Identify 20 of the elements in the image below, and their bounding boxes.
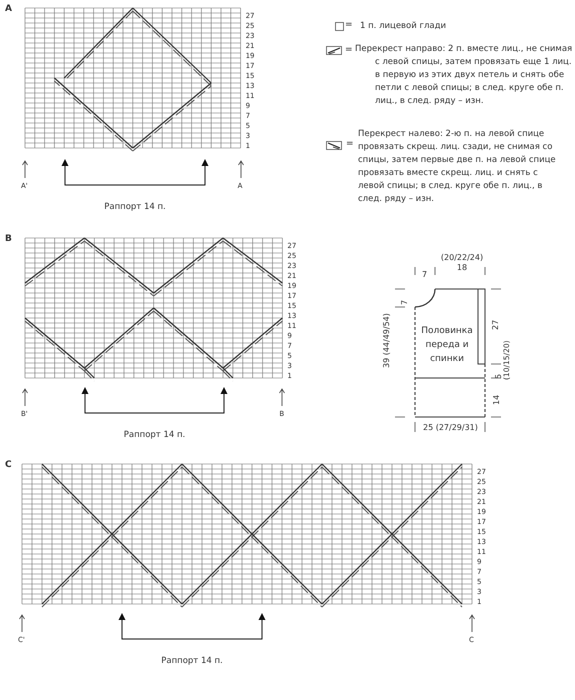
equals-sign: = — [345, 20, 353, 30]
legend-text: 1 п. лицевой глади — [360, 20, 447, 33]
legend-text: Перекрест налево: 2-ю п. на левой спице провязать скрещ. лиц. сзади, не снимая со спицы, затем первые две п. на левой спице провязать вместе скрещ. лиц. и снять с левой спицы; в след. круге обе п. лиц., в след. ряду – изн. — [358, 128, 557, 206]
legend-text: Перекрест направо: 2 п. вместе лиц., не снимая с левой спицы, затем провязать еще 1 лиц. в первую из этих двух петель и снять обе петли с левой спицы; в след. круге обе п. лиц., в след. ряду – изн. — [355, 43, 573, 108]
dimension-label: 14 — [492, 394, 501, 405]
chart-letter: C — [5, 460, 12, 470]
dimension-label: (20/22/24) 18 — [440, 253, 484, 273]
repeat-caption: Раппорт 14 п. — [160, 656, 224, 666]
dimension-label: 5 — [494, 374, 503, 379]
repeat-caption: Раппорт 14 п. — [103, 202, 167, 212]
equals-sign: = — [345, 45, 353, 55]
repeat-caption: Раппорт 14 п. — [122, 430, 186, 440]
piece-label: Половинка переда и спинки — [420, 325, 474, 366]
chart-letter: A — [5, 4, 12, 14]
dimension-label: 7 — [400, 300, 409, 305]
dimension-label: 39 (44/49/54) — [382, 313, 391, 368]
chart-letter: B — [5, 234, 12, 244]
dimension-label: 27 — [491, 320, 500, 330]
equals-sign: = — [346, 139, 354, 149]
dimension-label: 7 — [422, 270, 428, 279]
